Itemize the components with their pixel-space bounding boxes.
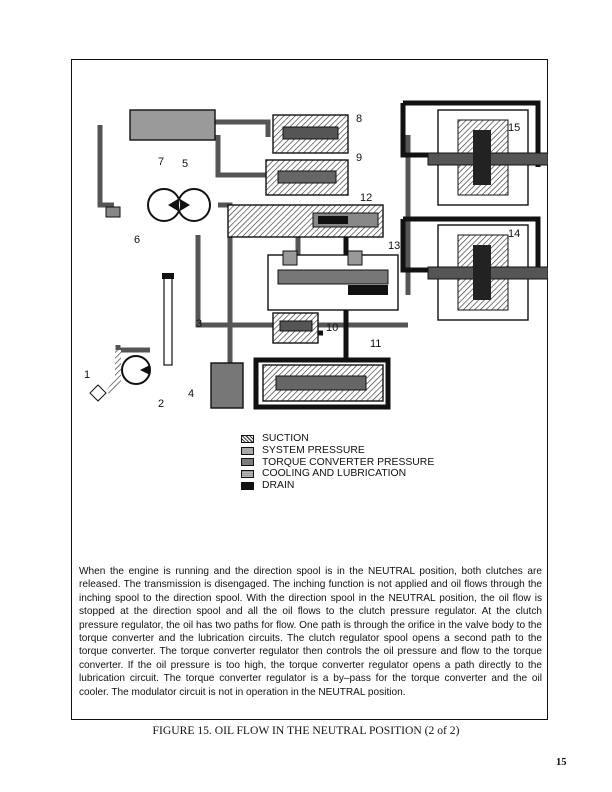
page-number: 15: [556, 757, 567, 768]
legend-label: TORQUE CONVERTER PRESSURE: [262, 456, 435, 468]
callout-1: 1: [84, 369, 90, 381]
callout-8: 8: [356, 113, 362, 125]
clutch-14: [427, 224, 548, 321]
figure-caption: FIGURE 15. OIL FLOW IN THE NEUTRAL POSIT…: [152, 724, 460, 737]
legend-swatch: [241, 458, 254, 467]
callout-11: 11: [370, 338, 381, 350]
valve-13: [267, 250, 399, 311]
callout-10: 10: [326, 322, 338, 334]
reservoir: [129, 109, 216, 141]
valve-9: [265, 159, 349, 196]
page-frame: [71, 59, 548, 720]
valve-10: [272, 312, 319, 344]
legend-swatch: [241, 434, 254, 443]
callout-14: 14: [508, 228, 520, 240]
callout-9: 9: [356, 152, 362, 164]
legend-item-torque-converter: TORQUE CONVERTER PRESSURE: [241, 457, 434, 469]
callout-4: 4: [188, 388, 194, 400]
legend-label: SUCTION: [262, 433, 309, 444]
callout-6: 6: [134, 234, 140, 246]
pump-assembly: [147, 188, 211, 222]
legend-swatch: [241, 482, 254, 491]
cooler: [210, 362, 244, 409]
valve-8: [272, 114, 349, 154]
description-paragraph: When the engine is running and the direc…: [79, 566, 542, 698]
suction-pump: [89, 350, 151, 402]
valve-12: [227, 204, 384, 238]
legend-label: DRAIN: [262, 480, 295, 492]
legend: SUCTION SYSTEM PRESSURE TORQUE CONVERTER…: [241, 433, 434, 492]
callout-13: 13: [388, 240, 400, 252]
callout-5: 5: [182, 158, 188, 170]
callout-7: 7: [158, 156, 164, 168]
filter: [105, 206, 121, 218]
callout-12: 12: [360, 192, 372, 204]
valve-11: [262, 364, 384, 402]
legend-item-system-pressure: SYSTEM PRESSURE: [241, 445, 434, 457]
callout-2: 2: [158, 398, 164, 410]
legend-label: COOLING AND LUBRICATION: [262, 468, 407, 480]
legend-swatch: [241, 446, 254, 455]
accumulator: [163, 274, 173, 366]
callout-3: 3: [196, 318, 202, 330]
legend-item-cooling: COOLING AND LUBRICATION: [241, 468, 434, 480]
callout-labels: 1 2 3 4 5 6 7 8 9 10 11 12 13 14 15: [84, 113, 520, 410]
legend-item-suction: SUCTION: [241, 433, 434, 445]
legend-swatch: [241, 470, 254, 479]
callout-15: 15: [508, 122, 520, 134]
legend-item-drain: DRAIN: [241, 480, 434, 492]
legend-label: SYSTEM PRESSURE: [262, 444, 365, 456]
oil-flow-diagram: 1 2 3 4 5 6 7 8 9 10 11 12 13 14 15: [84, 100, 548, 410]
clutch-15: [427, 109, 548, 206]
